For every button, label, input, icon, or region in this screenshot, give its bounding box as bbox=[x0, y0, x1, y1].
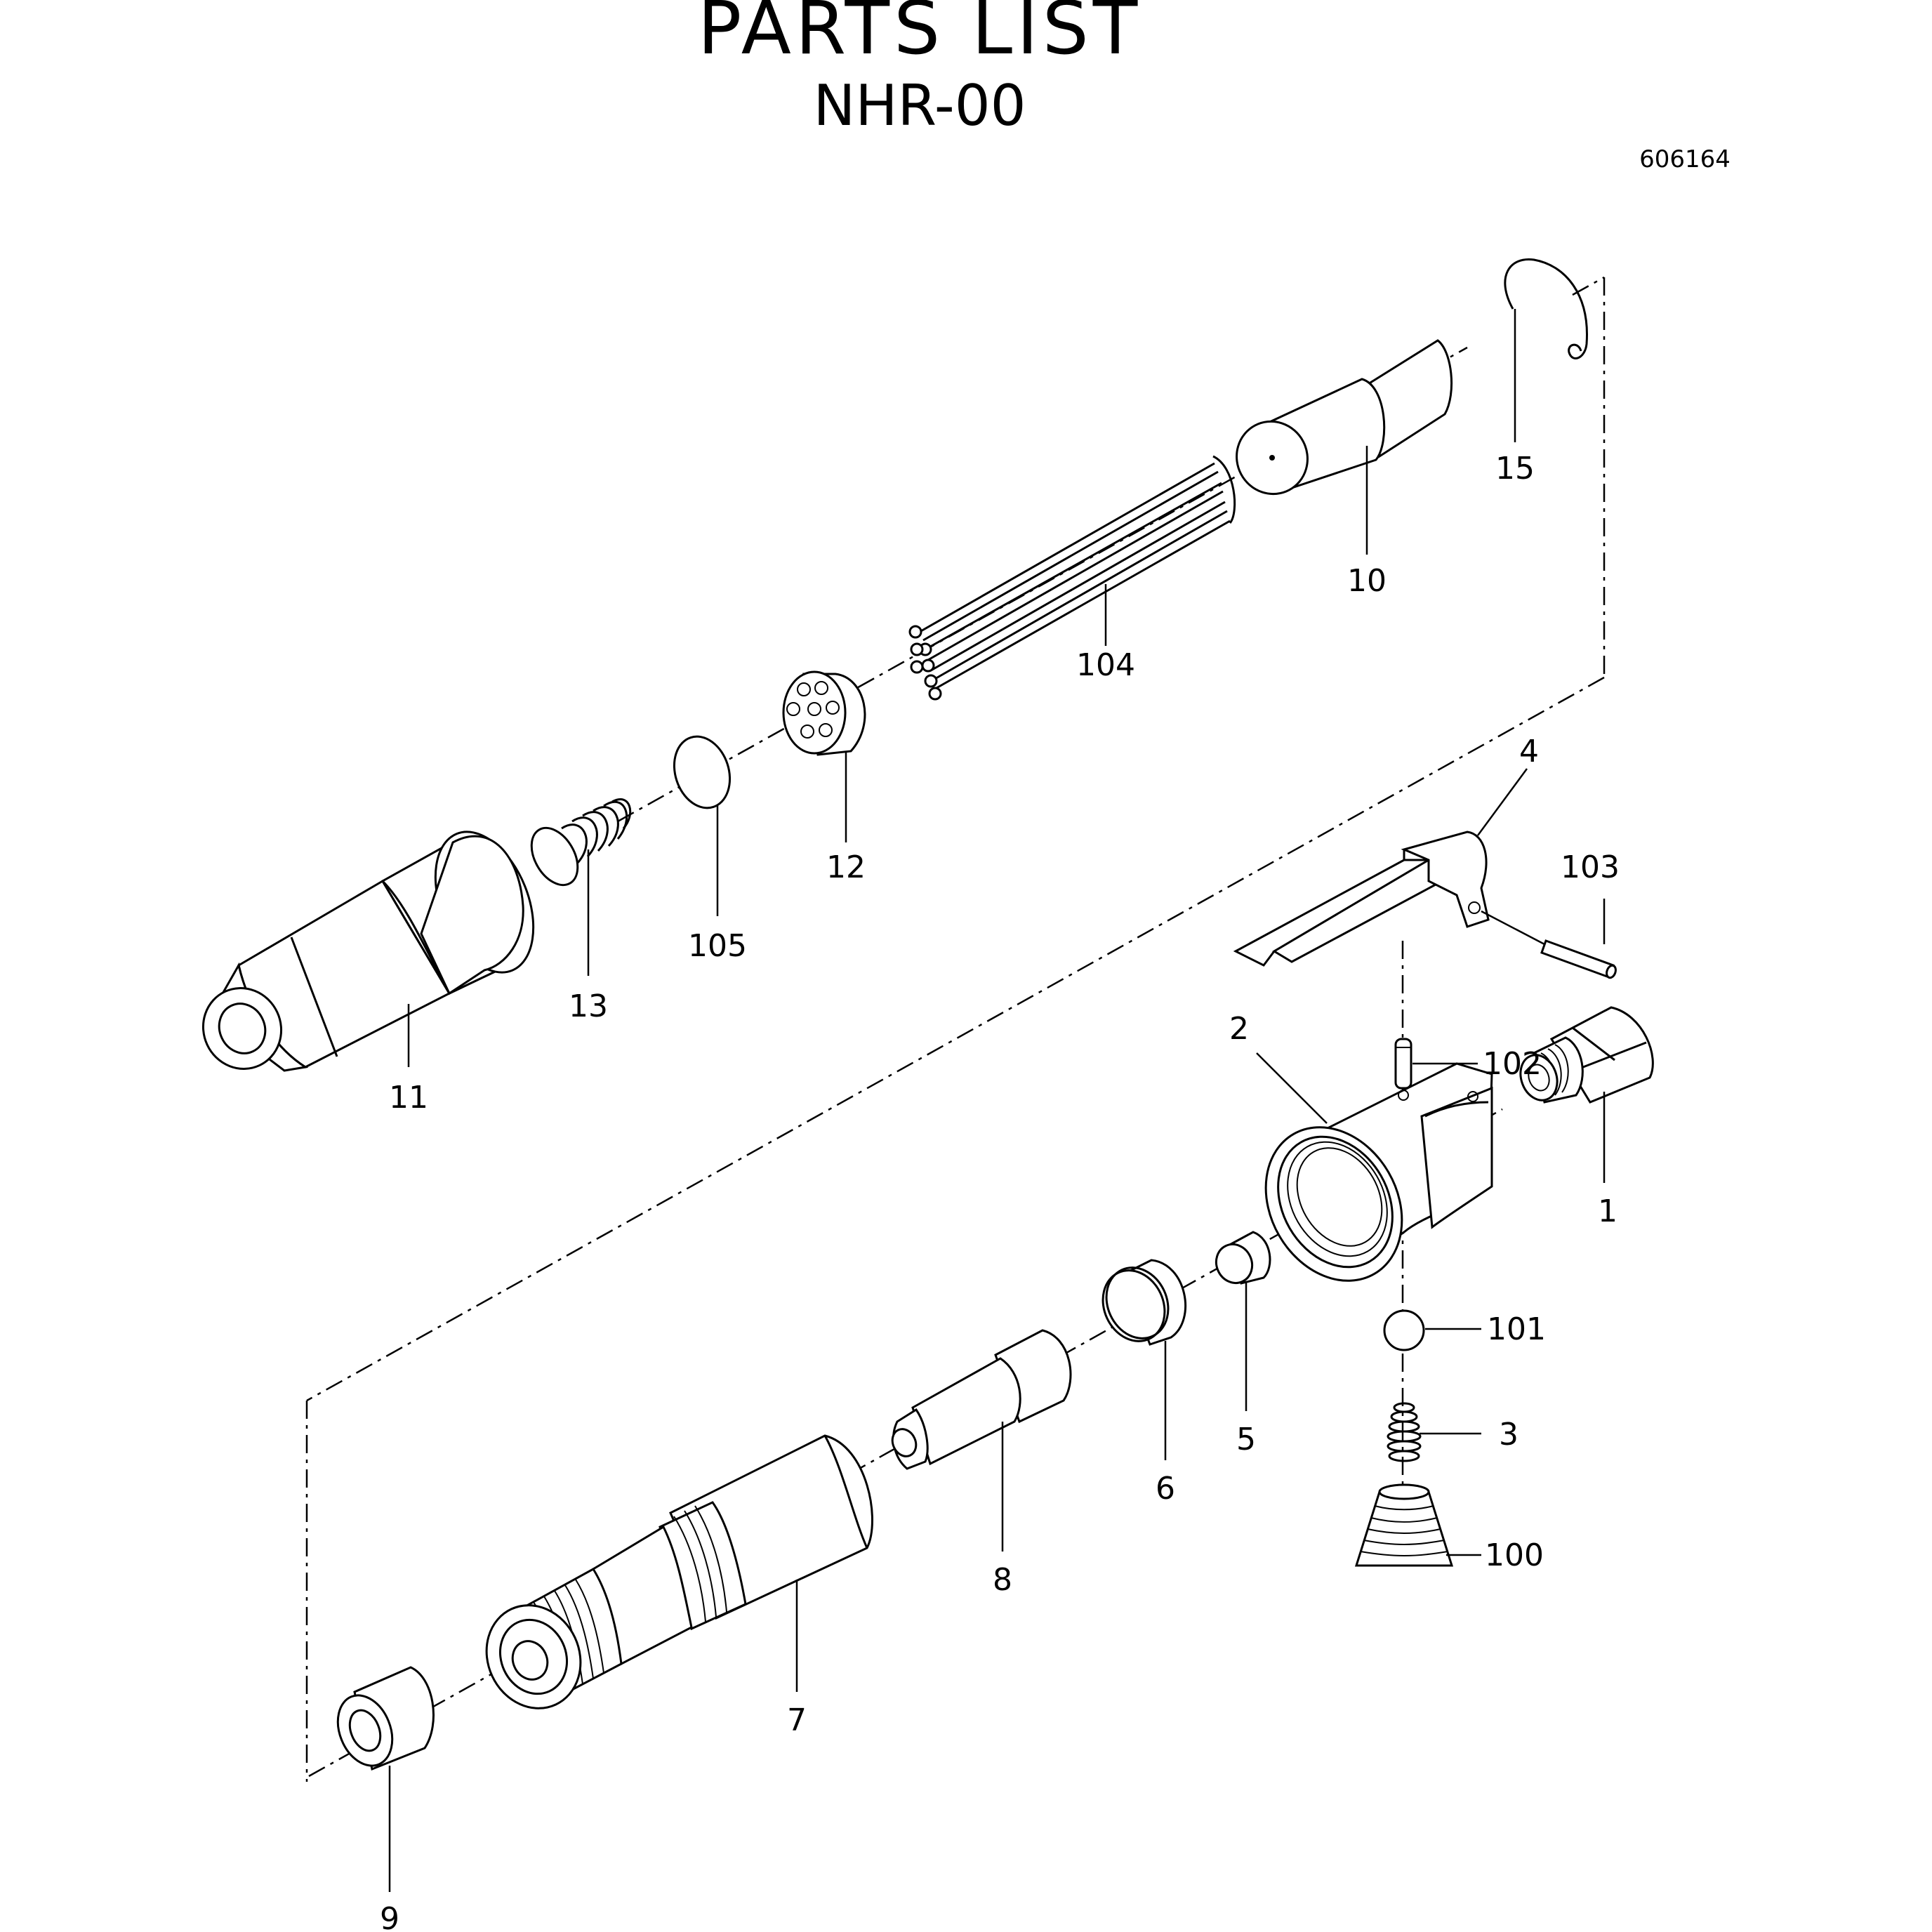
part-7-cylinder bbox=[485, 1434, 873, 1709]
part-13-spring bbox=[530, 798, 632, 887]
part-102-valve-pin bbox=[1394, 1038, 1412, 1090]
part-8-hammer-piston bbox=[891, 1329, 1072, 1470]
callout-102: 102 bbox=[1483, 1046, 1542, 1082]
part-10-piston bbox=[1236, 339, 1453, 496]
callout-4: 4 bbox=[1519, 734, 1539, 769]
callout-9: 9 bbox=[380, 1901, 399, 1932]
callout-11: 11 bbox=[389, 1080, 428, 1116]
callout-12: 12 bbox=[826, 849, 866, 885]
leader-lines bbox=[388, 309, 1606, 1892]
document-number: 606164 bbox=[1639, 145, 1731, 173]
callout-labels: 15 10 104 12 105 13 11 4 103 102 2 1 101… bbox=[380, 451, 1620, 1932]
callout-105: 105 bbox=[688, 928, 747, 964]
callout-1: 1 bbox=[1598, 1193, 1617, 1229]
callout-5: 5 bbox=[1236, 1422, 1256, 1457]
part-12-needle-holder bbox=[782, 670, 866, 756]
callout-100: 100 bbox=[1485, 1537, 1544, 1573]
part-6-cylinder-cap bbox=[1101, 1259, 1187, 1346]
part-9-bushing bbox=[336, 1666, 435, 1771]
callout-13: 13 bbox=[569, 988, 608, 1024]
part-3-valve-spring bbox=[1387, 1402, 1422, 1462]
callout-3: 3 bbox=[1499, 1417, 1519, 1453]
callout-101: 101 bbox=[1487, 1311, 1546, 1347]
part-4-trigger-lever bbox=[1233, 831, 1490, 967]
part-104-needle-bundle bbox=[908, 455, 1236, 701]
callout-2: 2 bbox=[1229, 1011, 1249, 1047]
callout-10: 10 bbox=[1347, 563, 1387, 599]
callout-104: 104 bbox=[1076, 647, 1135, 683]
part-103-pin bbox=[1481, 910, 1617, 979]
part-15-retaining-ring bbox=[1504, 258, 1588, 359]
part-105-washer bbox=[673, 735, 732, 809]
callout-8: 8 bbox=[993, 1562, 1012, 1598]
callout-6: 6 bbox=[1156, 1471, 1175, 1507]
page-title: PARTS LIST bbox=[698, 0, 1142, 71]
part-11-nozzle bbox=[201, 831, 535, 1072]
part-2-housing bbox=[1264, 1062, 1493, 1282]
callout-15: 15 bbox=[1495, 451, 1535, 487]
model-number: NHR-00 bbox=[813, 73, 1026, 138]
part-5-valve bbox=[1215, 1231, 1271, 1285]
callout-103: 103 bbox=[1561, 849, 1620, 885]
part-1-air-inlet-fitting bbox=[1519, 1006, 1654, 1104]
callout-7: 7 bbox=[787, 1702, 807, 1738]
part-101-valve-ball bbox=[1383, 1309, 1425, 1351]
part-100-valve-cap bbox=[1354, 1483, 1454, 1567]
